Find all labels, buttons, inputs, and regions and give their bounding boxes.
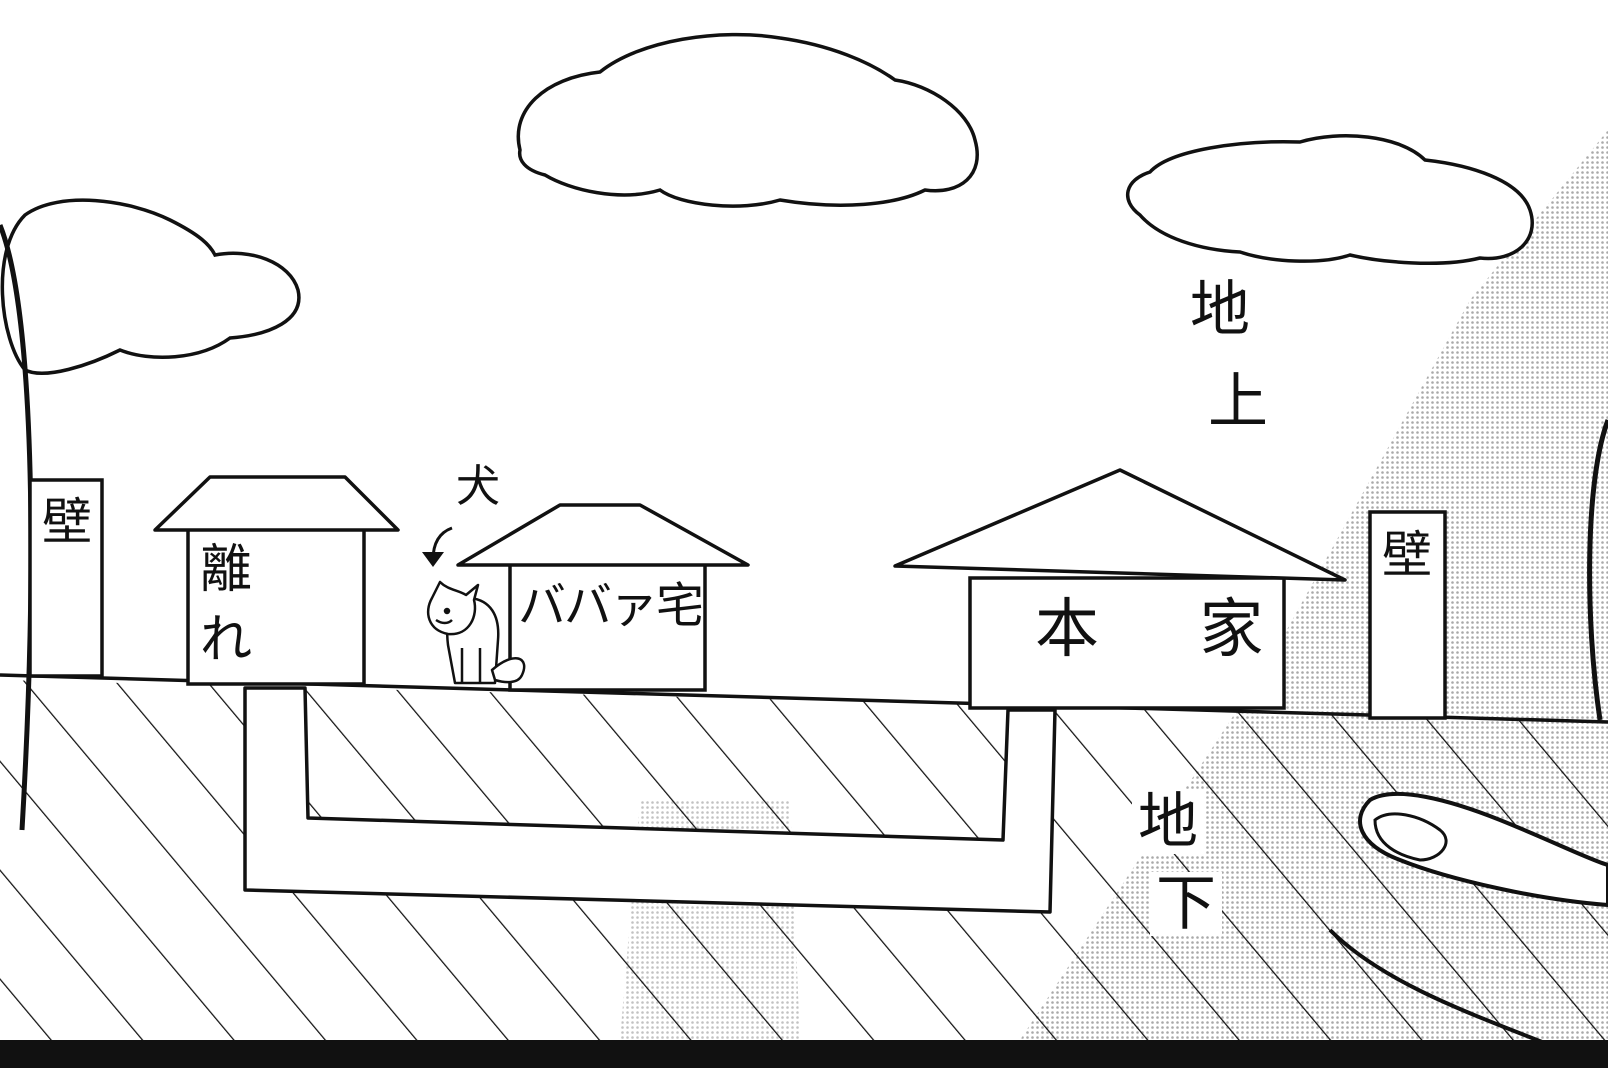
cloud-left <box>0 198 301 375</box>
label-wall-left: 壁 <box>34 495 92 549</box>
label-wall-right: 壁 <box>1374 528 1432 582</box>
label-main-house: 本 家 <box>1035 593 1304 667</box>
label-dog: 犬 <box>456 461 500 512</box>
label-annex-text: 離れ <box>200 540 281 670</box>
dog-figure <box>427 580 526 685</box>
bottom-border <box>0 1040 1608 1068</box>
label-grandma-house: ババァ宅 <box>518 578 704 634</box>
finger-lower <box>1328 928 1551 1047</box>
grandma-house <box>456 503 750 692</box>
label-above-ground-bottom: 上 <box>1208 367 1268 437</box>
wall-right <box>1368 510 1447 720</box>
left-border-arc <box>0 224 34 831</box>
fingernail <box>1373 812 1448 862</box>
underground-tunnel <box>243 686 1057 914</box>
main-house <box>893 468 1347 710</box>
cloud-center <box>516 32 979 208</box>
wall-left <box>28 478 104 678</box>
label-above-ground-top: 地 <box>1190 275 1250 345</box>
right-border-arc <box>1587 419 1608 721</box>
annex-building <box>153 475 400 686</box>
label-annex: 離れ <box>200 535 350 670</box>
label-underground-bottom: 下 <box>1150 872 1222 936</box>
dog-arrow-head <box>422 552 444 567</box>
label-underground-top: 地 <box>1132 790 1204 854</box>
cloud-right <box>1125 134 1534 266</box>
